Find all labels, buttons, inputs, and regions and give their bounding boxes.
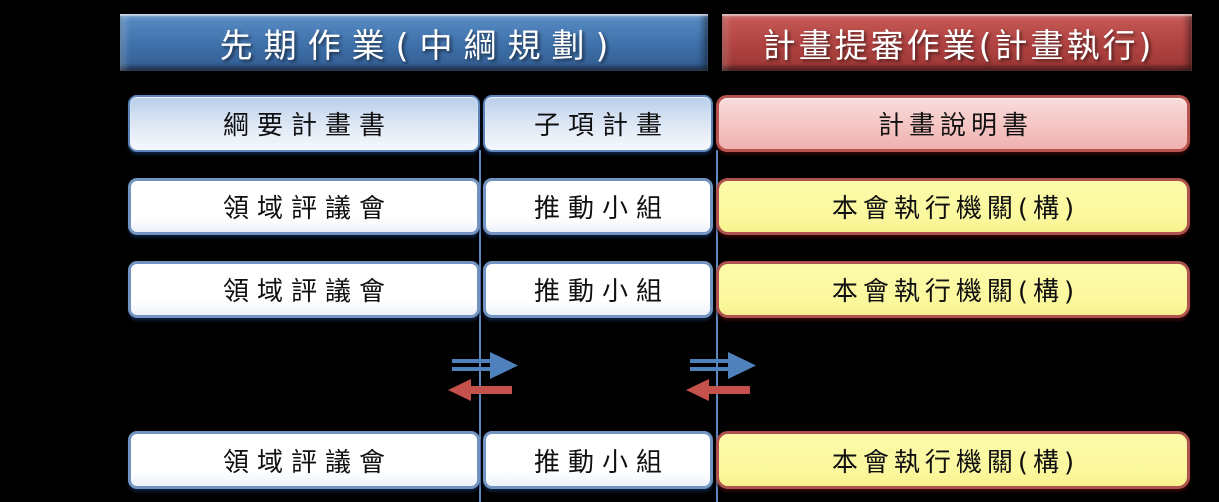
box-team-row3: 推動小組 bbox=[483, 431, 713, 489]
box-outline-plan: 綱要計畫書 bbox=[128, 95, 480, 152]
box-sub-plan: 子項計畫 bbox=[483, 95, 713, 152]
box-team-row1: 推動小組 bbox=[483, 178, 713, 235]
header-preliminary-phase: 先期作業(中綱規劃) bbox=[120, 14, 708, 71]
blue-right-arrow-icon bbox=[452, 352, 518, 379]
box-council-row3: 領域評議會 bbox=[128, 431, 480, 489]
box-council-row1: 領域評議會 bbox=[128, 178, 480, 235]
connector-line-right bbox=[716, 150, 718, 502]
box-plan-description: 計畫說明書 bbox=[716, 95, 1190, 152]
header-review-phase: 計畫提審作業(計畫執行) bbox=[722, 14, 1192, 71]
box-agency-row1: 本會執行機關(構) bbox=[716, 178, 1190, 235]
box-agency-row3: 本會執行機關(構) bbox=[716, 431, 1190, 489]
blue-right-arrow-icon bbox=[690, 352, 756, 379]
box-agency-row2: 本會執行機關(構) bbox=[716, 261, 1190, 318]
connector-line-left bbox=[479, 150, 481, 502]
red-left-arrow-icon bbox=[448, 379, 512, 401]
box-team-row2: 推動小組 bbox=[483, 261, 713, 318]
red-left-arrow-icon bbox=[686, 379, 750, 401]
box-council-row2: 領域評議會 bbox=[128, 261, 480, 318]
